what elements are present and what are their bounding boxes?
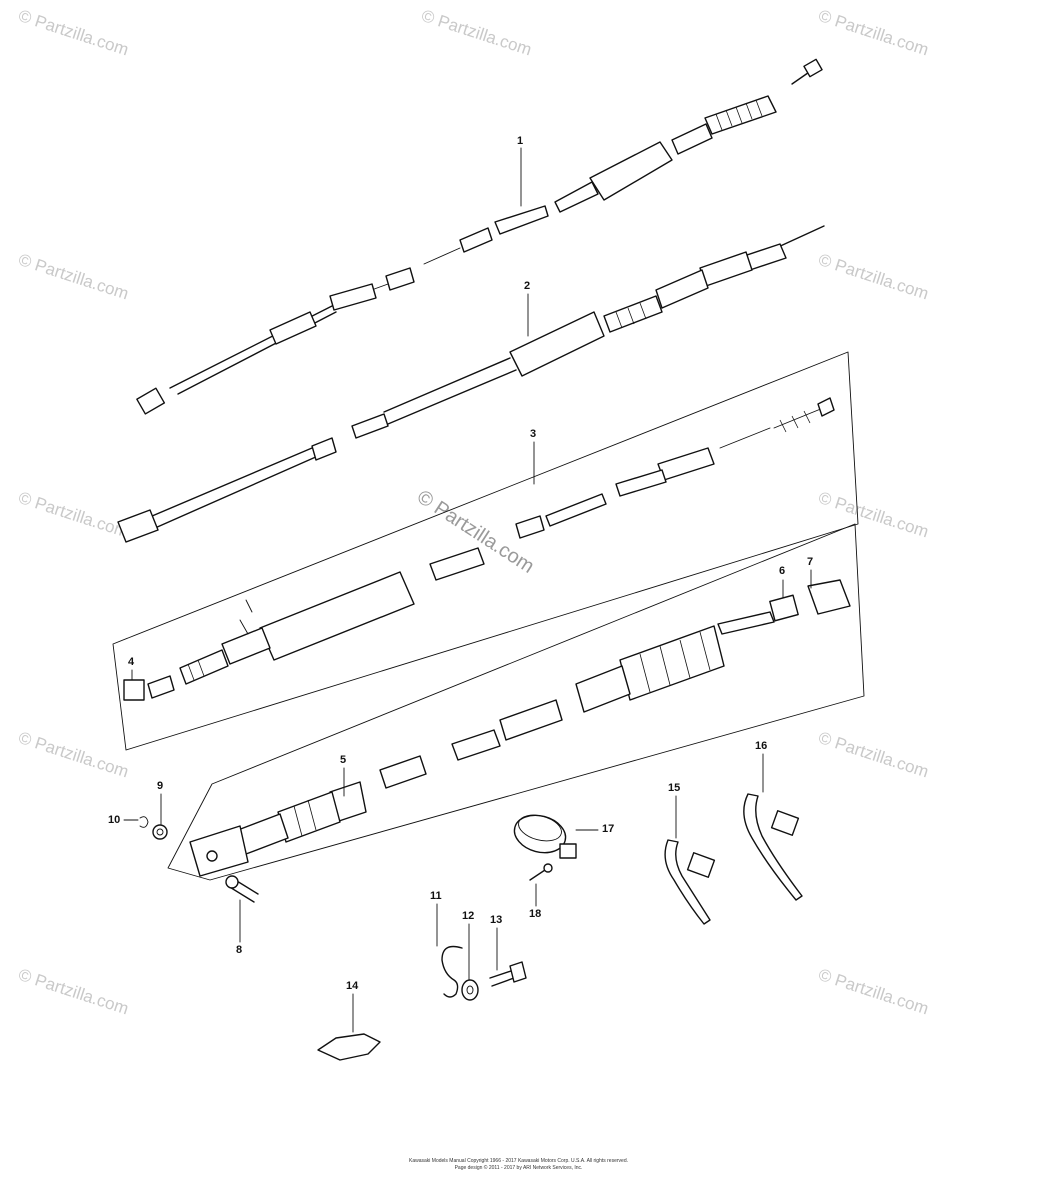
callout-14: 14 (346, 980, 359, 992)
part-12-washer (461, 979, 479, 1001)
part-5-cable (189, 611, 775, 877)
callout-1: 1 (517, 135, 524, 147)
part-5-bracket (167, 523, 865, 881)
part-17-clamp (513, 814, 577, 859)
callout-5: 5 (340, 754, 347, 766)
part-14-clamp (317, 1033, 381, 1061)
callout-13: 13 (490, 914, 503, 926)
callout-6: 6 (779, 565, 786, 577)
callout-10: 10 (108, 814, 121, 826)
part-15-band (664, 839, 711, 925)
callout-11: 11 (430, 890, 442, 902)
part-16-band (743, 793, 803, 901)
callout-18: 18 (529, 908, 542, 920)
part-1-cable (136, 58, 823, 415)
part-3-cable (147, 397, 835, 699)
footer-copyright: Kawasaki Models Manual Copyright 1966 - … (409, 1158, 628, 1164)
callout-9: 9 (157, 780, 164, 792)
callout-15: 15 (668, 782, 681, 794)
part-7-nut (807, 579, 851, 615)
part-8-pin (225, 875, 259, 903)
part-3-bracket (112, 351, 859, 751)
callout-17: 17 (602, 823, 615, 835)
callout-12: 12 (462, 910, 475, 922)
part-13-bolt (489, 961, 527, 987)
callout-7: 7 (807, 556, 814, 568)
part-10-cotter-pin (139, 816, 149, 828)
part-4-collar (123, 679, 145, 701)
callout-16: 16 (755, 740, 768, 752)
part-9-washer (152, 824, 168, 840)
callout-4: 4 (128, 656, 135, 668)
part-6-joint (769, 594, 799, 622)
callout-3: 3 (530, 428, 537, 440)
callout-2: 2 (524, 280, 531, 292)
footer-page-design: Page design © 2011 - 2017 by ARI Network… (454, 1165, 583, 1171)
part-11-spring (441, 945, 463, 998)
part-18-screw (529, 863, 553, 881)
callout-8: 8 (236, 944, 243, 956)
part-2-cable (117, 225, 825, 543)
